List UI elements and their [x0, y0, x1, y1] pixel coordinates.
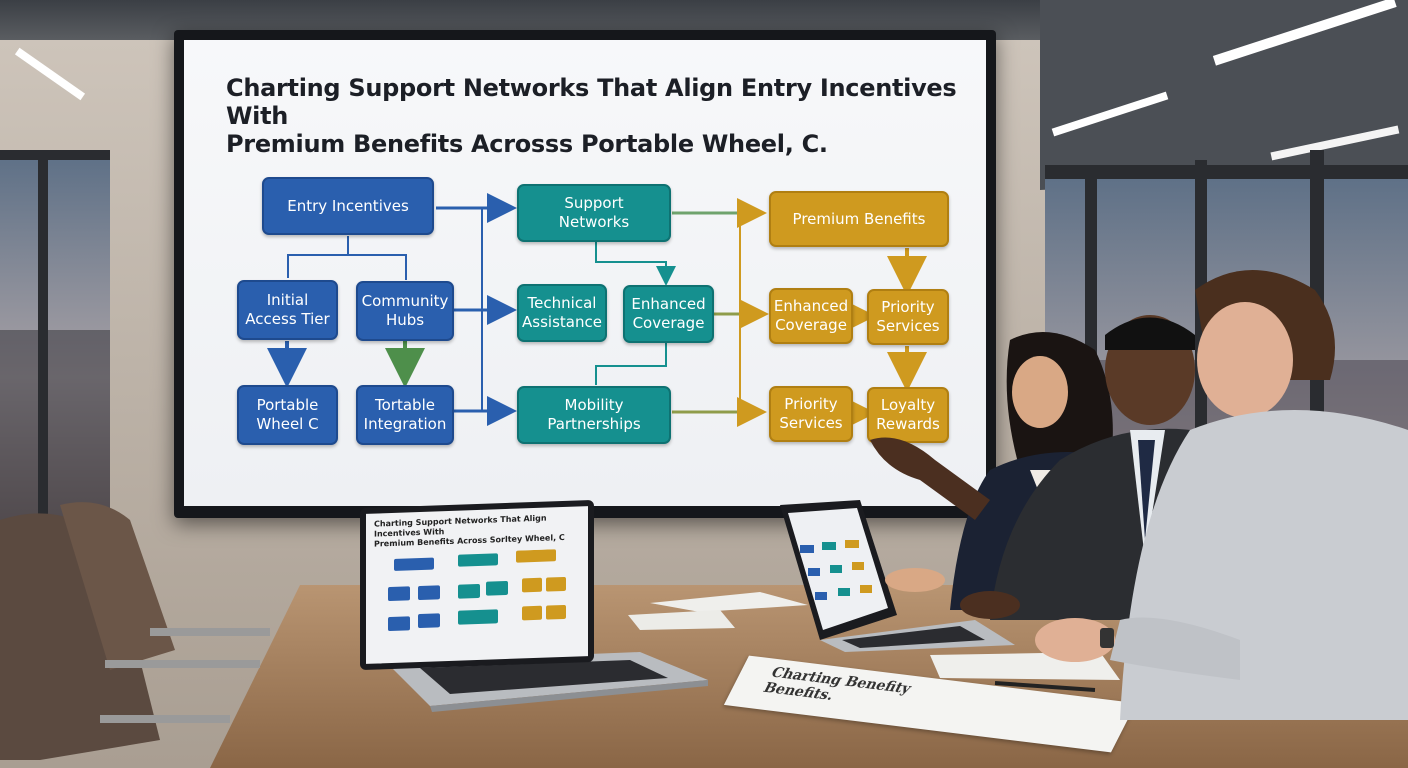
node-technical-assistance: Technical Assistance: [517, 284, 607, 342]
node-initial-access-tier: Initial Access Tier: [237, 280, 338, 340]
node-loyalty-rewards: Loyalty Rewards: [867, 387, 949, 443]
node-community-hubs: Community Hubs: [356, 281, 454, 341]
node-priority-services-top: Priority Services: [867, 289, 949, 345]
node-entry-incentives: Entry Incentives: [262, 177, 434, 235]
node-priority-services-bottom: Priority Services: [769, 386, 853, 442]
slide-title-line2: Premium Benefits Acrosss Portable Wheel,…: [226, 130, 828, 158]
slide-title-line1: Charting Support Networks That Align Ent…: [226, 74, 957, 130]
node-support-networks: Support Networks: [517, 184, 671, 242]
slide-title: Charting Support Networks That Align Ent…: [226, 74, 966, 158]
participant-man-right: [1035, 270, 1408, 720]
node-portable-wheel-c: Portable Wheel C: [237, 385, 338, 445]
node-enhanced-coverage-teal: Enhanced Coverage: [623, 285, 714, 343]
node-tortable-integration: Tortable Integration: [356, 385, 454, 445]
node-premium-benefits: Premium Benefits: [769, 191, 949, 247]
node-mobility-partnerships: Mobility Partnerships: [517, 386, 671, 444]
laptop-left-mini-diagram: [388, 549, 566, 632]
node-enhanced-coverage-gold: Enhanced Coverage: [769, 288, 853, 344]
laptop-left-screen: Charting Support Networks That Align Inc…: [360, 499, 594, 671]
